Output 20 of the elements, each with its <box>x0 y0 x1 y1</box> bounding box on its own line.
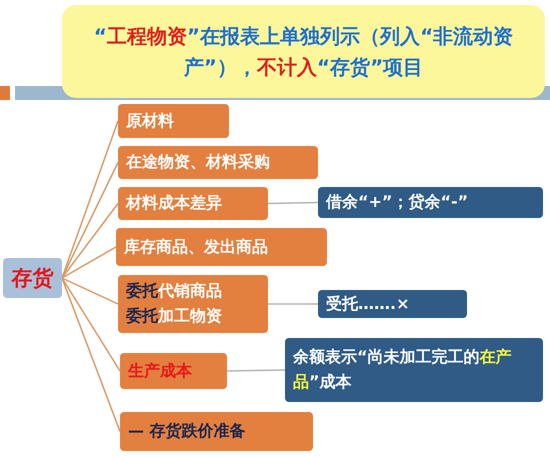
root-box: 存货 <box>3 258 62 298</box>
topic-box: 原材料 <box>118 104 229 138</box>
topic-box: — 存货跌价准备 <box>120 412 313 451</box>
connector-line <box>62 246 116 279</box>
topic-box: 余额表示“尚未加工完工的在产品”成本 <box>285 338 543 402</box>
topic-box: 委托代销商品委托加工物资 <box>118 275 268 333</box>
connector-line <box>61 278 121 372</box>
connector-line <box>268 202 318 204</box>
topic-box: 生产成本 <box>120 353 227 389</box>
topic-box: 借余“+”；贷余“-” <box>318 187 543 218</box>
connector-line <box>62 277 118 305</box>
connector-line <box>61 278 121 432</box>
topic-box: 在途物资、材料采购 <box>118 146 318 179</box>
topic-box: 库存商品、发出商品 <box>116 228 327 266</box>
connector-line <box>226 369 286 372</box>
connector-line <box>268 303 318 305</box>
connector-line <box>61 203 119 278</box>
note-box: “工程物资”在报表上单独列示（列入“非流动资产”），不计入“存货”项目 <box>62 5 545 98</box>
topic-box: 受托…….× <box>318 290 467 318</box>
topic-box: 材料成本差异 <box>118 187 268 220</box>
